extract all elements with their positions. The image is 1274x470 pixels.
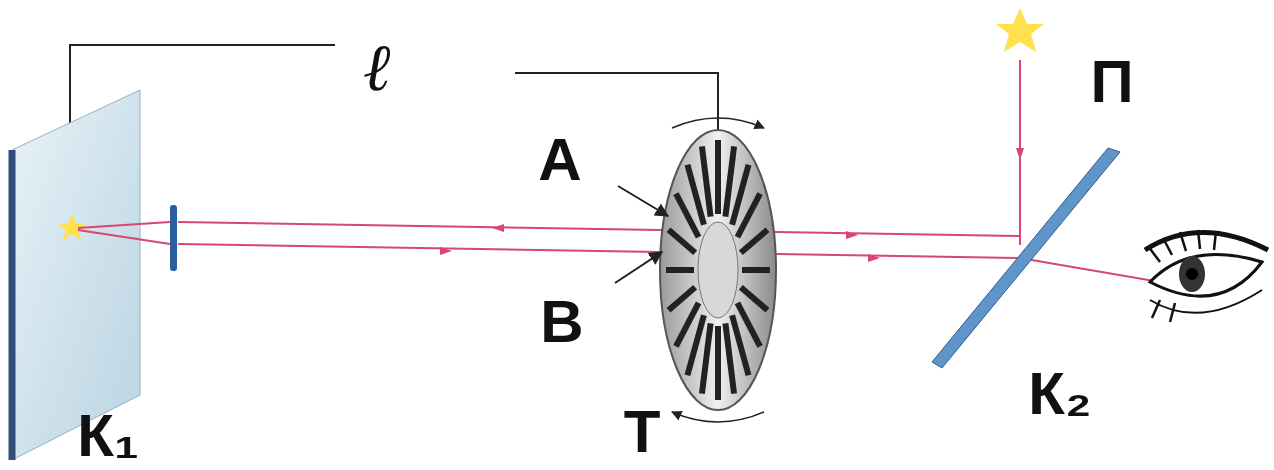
wheel-tooth [676, 303, 699, 346]
wheel-tooth [715, 326, 721, 400]
distance-bracket [515, 73, 718, 130]
wheel-tooth [732, 315, 748, 375]
semitransparent-mirror [932, 148, 1120, 368]
distance-label: ℓ [364, 35, 392, 101]
source-label: П [1090, 52, 1133, 112]
pointer-b [615, 252, 662, 283]
point-label: В [540, 292, 583, 352]
wheel-tooth [702, 146, 711, 216]
pointer-a [618, 186, 668, 216]
point-label: А [538, 130, 581, 190]
wheel-tooth [669, 230, 696, 253]
wheel-tooth [741, 230, 768, 253]
wheel-tooth [737, 194, 760, 237]
mirror-k1 [12, 90, 140, 460]
wheel-tooth [702, 323, 711, 393]
mirror-label: К₁ [77, 406, 138, 466]
mirror-edge [9, 150, 16, 460]
light-beam [78, 60, 1160, 282]
wheel-tooth [666, 267, 694, 273]
wheel-tooth [741, 287, 768, 310]
wheel-tooth [669, 287, 696, 310]
light-source [996, 8, 1044, 52]
wheel-tooth [687, 165, 703, 225]
lens [170, 205, 177, 271]
eye [1145, 230, 1268, 322]
wheel-tooth [725, 323, 734, 393]
wheel-tooth [725, 146, 734, 216]
toothed-wheel [660, 118, 776, 422]
wheel-label: Т [624, 402, 661, 462]
wheel-tooth [742, 267, 770, 273]
wheel-tooth [715, 140, 721, 214]
mirror-label: К₂ [1028, 364, 1091, 424]
